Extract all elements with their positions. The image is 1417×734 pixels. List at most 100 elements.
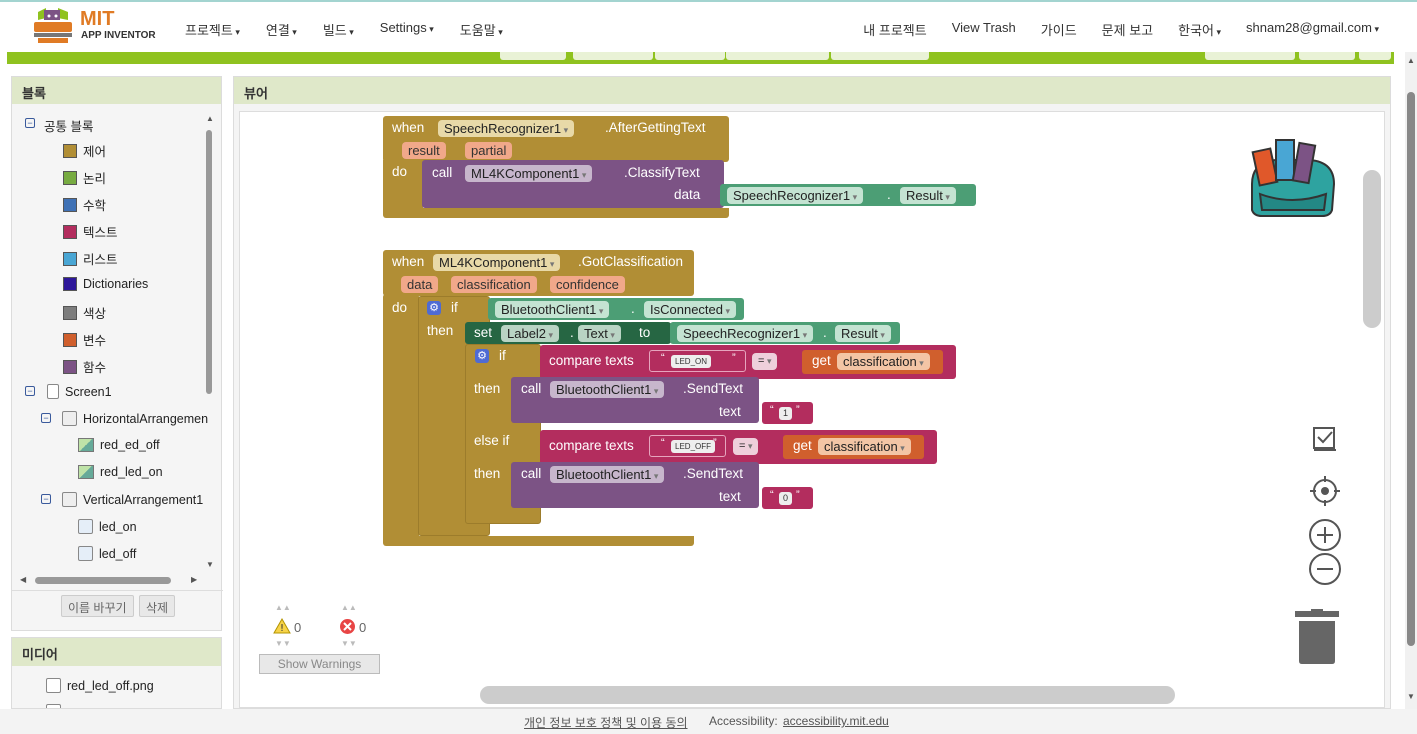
accessibility-link[interactable]: accessibility.mit.edu [783,714,889,728]
string-value[interactable]: LED_ON [671,355,712,368]
property-dropdown[interactable]: Result [900,187,956,204]
scroll-up-icon[interactable]: ▲ [206,114,214,123]
next-error-arrow-icon[interactable]: ▼▼ [341,639,357,648]
tree-vertical-scrollbar[interactable]: ▲ ▼ [205,114,214,569]
toolbar-tab[interactable] [1299,52,1355,60]
component-dropdown[interactable]: SpeechRecognizer1 [727,187,864,204]
drawer-text[interactable]: 텍스트 [63,222,118,241]
component-dropdown[interactable]: BluetoothClient1 [550,466,665,483]
toolbar-tab[interactable] [573,52,653,60]
toolbar-tab[interactable] [1205,52,1295,60]
drawer-procedures[interactable]: 함수 [63,357,106,376]
component-horizontal-arrangement[interactable]: HorizontalArrangemen [62,411,208,426]
app-logo[interactable]: MIT APP INVENTOR [30,6,160,48]
component-vertical-arrangement[interactable]: VerticalArrangement1 [62,492,203,507]
link-my-projects[interactable]: 내 프로젝트 [863,23,927,38]
blocks-workspace[interactable]: when SpeechRecognizer1 .AfterGettingText… [239,111,1385,708]
show-warnings-button[interactable]: Show Warnings [259,654,380,674]
component-dropdown[interactable]: ML4KComponent1 [433,254,561,271]
trash-icon[interactable] [1295,609,1339,665]
component-dropdown[interactable]: ML4KComponent1 [465,165,593,182]
backpack-icon[interactable] [1246,132,1338,218]
collapse-icon[interactable]: − [25,118,35,128]
builtin-blocks-group[interactable]: 공통 블록 [44,120,94,134]
component-dropdown[interactable]: SpeechRecognizer1 [438,120,575,137]
drawer-logic[interactable]: 논리 [63,168,106,187]
param-result[interactable]: result [402,142,446,159]
component-screen1[interactable]: Screen1 [47,384,112,399]
collapse-icon[interactable]: − [41,494,51,504]
page-scroll-thumb[interactable] [1407,92,1415,646]
cleanup-blocks-icon[interactable] [1310,424,1338,452]
param-data[interactable]: data [401,276,439,293]
zoom-out-icon[interactable] [1308,552,1342,586]
property-dropdown[interactable]: IsConnected [644,301,737,318]
toolbar-tab[interactable] [831,52,929,60]
workspace-hscroll-thumb[interactable] [480,686,1175,704]
tree-horizontal-scrollbar[interactable]: ◀ ▶ [20,575,200,586]
workspace-vscroll-thumb[interactable] [1363,170,1381,328]
string-value[interactable]: 0 [779,492,793,505]
prev-warning-arrow-icon[interactable]: ▲▲ [275,603,291,612]
component-led-on[interactable]: led_on [78,519,137,534]
drawer-colors[interactable]: 색상 [63,303,106,322]
drawer-variables[interactable]: 변수 [63,330,106,349]
menu-connect[interactable]: 연결 [266,20,297,39]
menu-help[interactable]: 도움말 [460,20,503,39]
link-guide[interactable]: 가이드 [1040,23,1077,38]
page-scrollbar[interactable]: ▲ ▼ [1405,52,1417,709]
component-led-off[interactable]: led_off [78,546,136,561]
component-dropdown[interactable]: Label2 [501,325,560,342]
drawer-dictionaries[interactable]: Dictionaries [63,277,148,291]
component-red-ed-off[interactable]: red_ed_off [78,438,160,452]
privacy-link[interactable]: 개인 정보 보호 정책 및 이용 동의 [524,716,688,730]
toolbar-tab[interactable] [1359,52,1391,60]
variable-dropdown[interactable]: classification [837,353,930,370]
toolbar-tab[interactable] [500,52,566,60]
operator-dropdown[interactable]: = [752,353,778,370]
drawer-lists[interactable]: 리스트 [63,249,118,268]
tree-hscroll-thumb[interactable] [35,577,171,584]
string-value[interactable]: 1 [779,407,793,420]
tree-scroll-thumb[interactable] [206,130,212,394]
operator-dropdown[interactable]: = [733,438,759,455]
zoom-in-icon[interactable] [1308,518,1342,552]
toolbar-tab[interactable] [726,52,829,60]
link-report-issue[interactable]: 문제 보고 [1101,23,1154,38]
scroll-up-icon[interactable]: ▲ [1407,56,1415,65]
param-partial[interactable]: partial [465,142,513,159]
menu-projects[interactable]: 프로젝트 [185,20,240,39]
scroll-down-icon[interactable]: ▼ [206,560,214,569]
menu-build[interactable]: 빌드 [323,20,354,39]
mutator-gear-icon[interactable]: ⚙ [475,349,489,363]
collapse-icon[interactable]: − [41,413,51,423]
menu-settings[interactable]: Settings [380,20,434,39]
scroll-left-icon[interactable]: ◀ [20,575,27,584]
component-red-led-on[interactable]: red_led_on [78,465,163,479]
mutator-gear-icon[interactable]: ⚙ [427,301,441,315]
component-dropdown[interactable]: BluetoothClient1 [495,301,610,318]
param-confidence[interactable]: confidence [550,276,625,293]
param-classification[interactable]: classification [451,276,537,293]
rename-button[interactable]: 이름 바꾸기 [61,595,134,617]
link-view-trash[interactable]: View Trash [951,20,1016,35]
next-warning-arrow-icon[interactable]: ▼▼ [275,639,291,648]
scroll-down-icon[interactable]: ▼ [1407,692,1415,701]
media-item[interactable]: red_led_off.png [46,678,154,693]
drawer-control[interactable]: 제어 [63,141,106,160]
property-dropdown[interactable]: Result [835,325,891,342]
scroll-right-icon[interactable]: ▶ [191,575,198,584]
account-menu[interactable]: shnam28@gmail.com [1246,20,1379,39]
image-file-icon[interactable] [46,704,61,708]
language-select[interactable]: 한국어 [1178,20,1221,39]
drawer-math[interactable]: 수학 [63,195,106,214]
toolbar-tab[interactable] [655,52,725,60]
prev-error-arrow-icon[interactable]: ▲▲ [341,603,357,612]
component-dropdown[interactable]: SpeechRecognizer1 [677,325,814,342]
string-value[interactable]: LED_OFF [671,440,716,453]
property-dropdown[interactable]: Text [578,325,621,342]
variable-dropdown[interactable]: classification [818,438,911,455]
component-dropdown[interactable]: BluetoothClient1 [550,381,665,398]
recenter-icon[interactable] [1308,474,1342,508]
delete-button[interactable]: 삭제 [139,595,176,617]
